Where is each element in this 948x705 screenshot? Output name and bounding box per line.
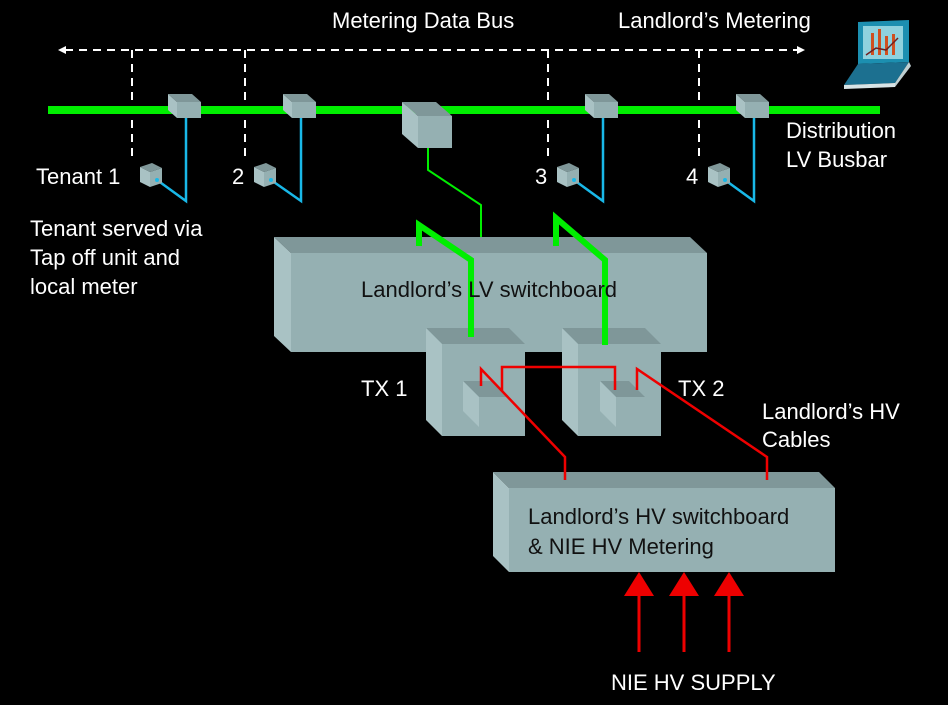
tenant-cable [270,118,303,204]
tenant-note-line2: Tap off unit and [30,245,181,270]
lv-switchboard-label: Landlord’s LV switchboard [361,277,618,302]
hv-switchboard-label-line1: Landlord’s HV switchboard [528,504,790,529]
tx2-lv-link [553,211,608,345]
busbar-label-line1: Distribution [786,118,897,143]
tapoff-unit [736,94,769,118]
hv-switchboard-label-line2: & NIE HV Metering [528,534,714,559]
tapoff-unit [585,94,618,118]
hv-cables-label-line1: Landlord’s HV [762,399,900,424]
metering-data-bus-label: Metering Data Bus [332,8,515,33]
tenant-cable [156,118,188,204]
arrow-right-icon [797,46,805,54]
nie-hv-supply-label: NIE HV SUPPLY [611,670,776,695]
tenant-meter [708,163,730,187]
hv-cable-interconnect [500,365,617,391]
tenant-cable [573,118,605,204]
tenant-meter [254,163,276,187]
main-feed-tapoff [402,102,482,240]
laptop-chart-icon [844,20,911,89]
landlord-metering-label: Landlord’s Metering [618,8,811,33]
transformer-tx1 [426,328,525,436]
tx2-label: TX 2 [678,376,725,401]
tenant-cable [724,118,756,204]
hv-switchboard [493,472,835,572]
arrow-left-icon [58,46,66,54]
tenant-1-label: Tenant 1 [36,164,121,189]
tenant-3-tapoff-and-meter [557,94,618,204]
tenant-4-label: 4 [686,164,699,189]
tenant-2-tapoff-and-meter [254,94,316,204]
tenant-3-label: 3 [535,164,548,189]
lv-links [416,211,608,345]
busbar-label-line2: LV Busbar [786,147,888,172]
hv-cables-label-line2: Cables [762,427,831,452]
tenant-meter [140,163,162,187]
tenant-2-label: 2 [232,164,245,189]
nie-hv-supply-arrows [624,572,744,652]
tenant-meter [557,163,579,187]
tx1-label: TX 1 [361,376,408,401]
tenant-note-line3: local meter [30,274,138,299]
tenant-4-tapoff-and-meter [708,94,769,204]
tenant-1-tapoff-and-meter [140,94,201,204]
hv-cable-tx1 [479,365,567,480]
hv-cables [479,365,769,480]
transformer-tx2 [562,328,661,436]
tapoff-unit [283,94,316,118]
tenant-note-line1: Tenant served via [30,216,203,241]
tx1-lv-link [416,219,474,337]
hv-cable-tx2 [635,366,769,480]
tapoff-unit [168,94,201,118]
